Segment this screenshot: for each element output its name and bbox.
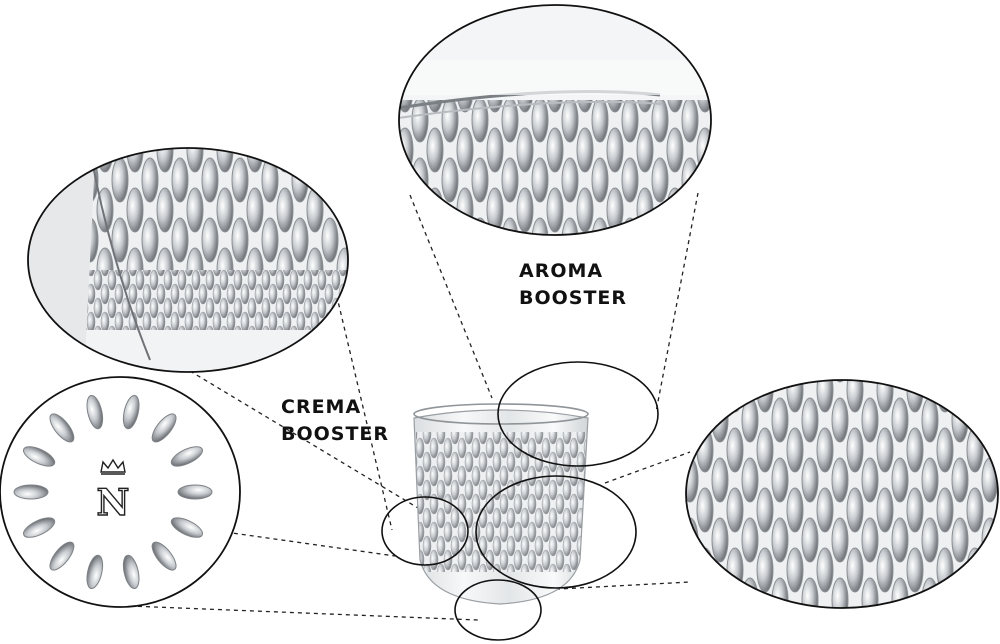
leaf-facet	[13, 484, 49, 500]
callout-circles	[381, 361, 659, 641]
zoom-circle-aroma	[398, 4, 712, 236]
leaf-facet	[151, 541, 177, 571]
callout-aroma	[497, 361, 659, 467]
leaf-facet	[122, 394, 140, 430]
leaf-facet	[86, 394, 104, 430]
zoom-circle-pattern	[685, 379, 999, 609]
leaf-facet	[170, 446, 204, 467]
zoom-circle-logo: N	[0, 376, 241, 608]
crown-icon	[100, 458, 126, 475]
leaf-facet	[22, 446, 56, 467]
zoom-circle-crema	[27, 147, 349, 373]
crema-booster-label: CREMA BOOSTER	[281, 394, 389, 448]
aroma-label-line1: AROMA	[519, 260, 604, 282]
callout-pattern	[475, 475, 637, 589]
leaf-facet	[170, 517, 204, 538]
leaf-facet	[177, 484, 213, 500]
leaf-facet	[122, 554, 140, 590]
logo-monogram: N	[97, 482, 130, 524]
leaf-facet	[49, 541, 75, 571]
callout-base	[454, 579, 542, 641]
leaf-facet	[49, 413, 75, 443]
aroma-booster-label: AROMA BOOSTER	[519, 258, 627, 312]
leaf-facet	[22, 517, 56, 538]
leaf-facet	[151, 413, 177, 443]
leaf-facet	[86, 554, 104, 590]
crema-label-line1: CREMA	[281, 396, 362, 418]
glass-cup	[413, 403, 589, 605]
callout-crema	[381, 496, 469, 566]
crema-label-line2: BOOSTER	[281, 423, 390, 445]
aroma-label-line2: BOOSTER	[519, 287, 628, 309]
leaf-ring	[13, 394, 213, 590]
